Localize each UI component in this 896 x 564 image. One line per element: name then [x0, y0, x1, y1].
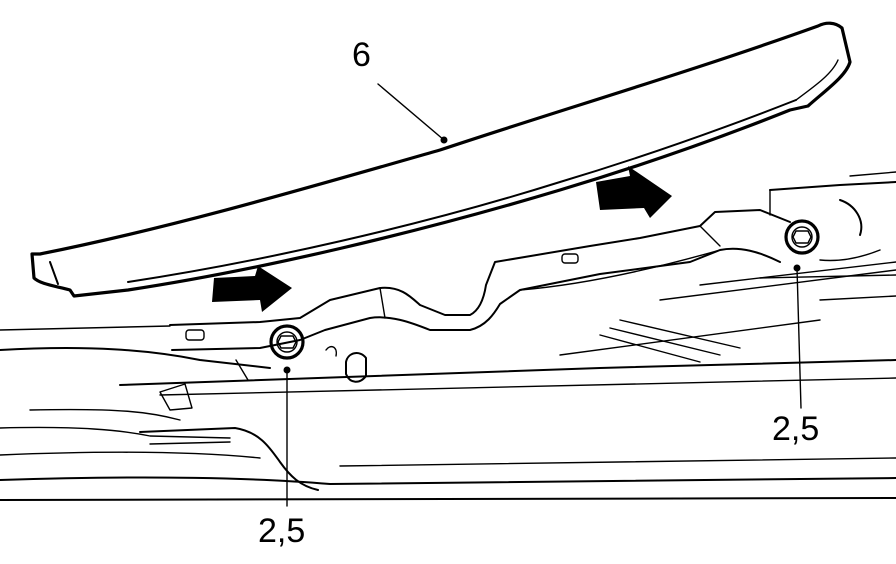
- leader-trim-panel-dot: [440, 136, 448, 144]
- callout-trim-panel-label: 6: [352, 36, 371, 74]
- leader-trim-panel: [377, 83, 445, 141]
- callout-bolt-right-label: 2,5: [772, 410, 819, 448]
- bolt-left: [269, 324, 305, 374]
- bolt-right: [784, 219, 820, 272]
- mounting-bracket-rail: [169, 209, 791, 383]
- leader-bolt-right: [796, 267, 802, 409]
- vehicle-body-structure: [0, 171, 896, 501]
- callout-labels: 6 2,5 2,5: [258, 36, 819, 550]
- install-arrow-left: [212, 266, 292, 312]
- callout-bolt-left-label: 2,5: [258, 512, 305, 550]
- install-arrow-right: [596, 166, 672, 218]
- leader-lines: [286, 83, 802, 507]
- trim-panel: [30, 21, 852, 298]
